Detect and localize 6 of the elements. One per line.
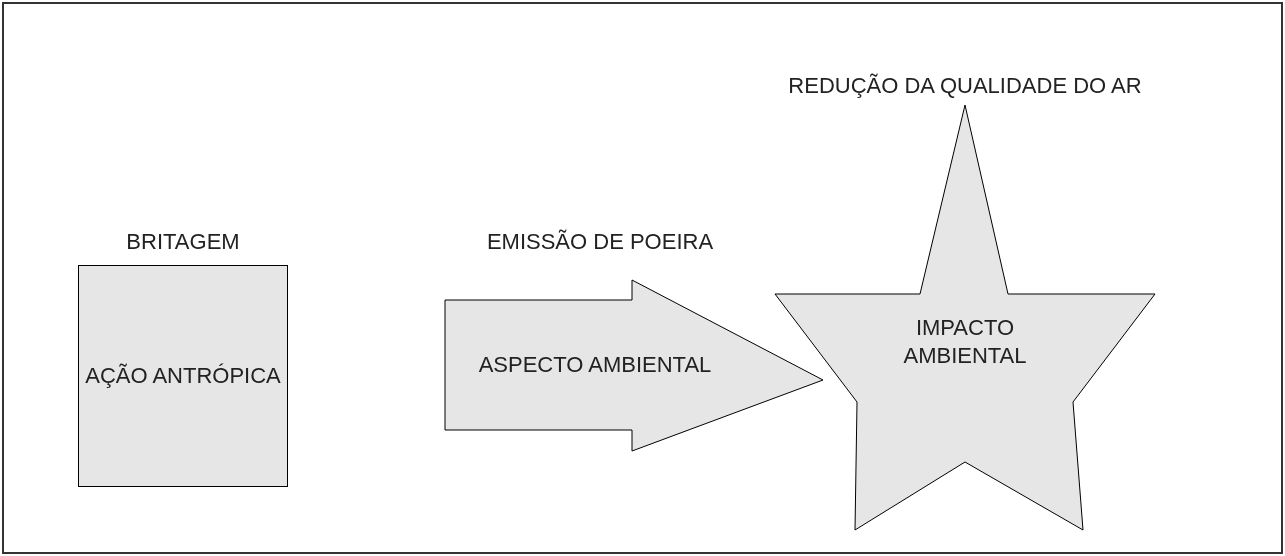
shape-label: AÇÃO ANTRÓPICA xyxy=(85,362,281,390)
shape-label: ASPECTO AMBIENTAL xyxy=(478,351,712,379)
heading-text: REDUÇÃO DA QUALIDADE DO AR xyxy=(788,72,1142,100)
heading-text: BRITAGEM xyxy=(126,228,240,256)
shape-label: IMPACTO AMBIENTAL xyxy=(902,314,1028,370)
heading-text: EMISSÃO DE POEIRA xyxy=(486,228,714,256)
